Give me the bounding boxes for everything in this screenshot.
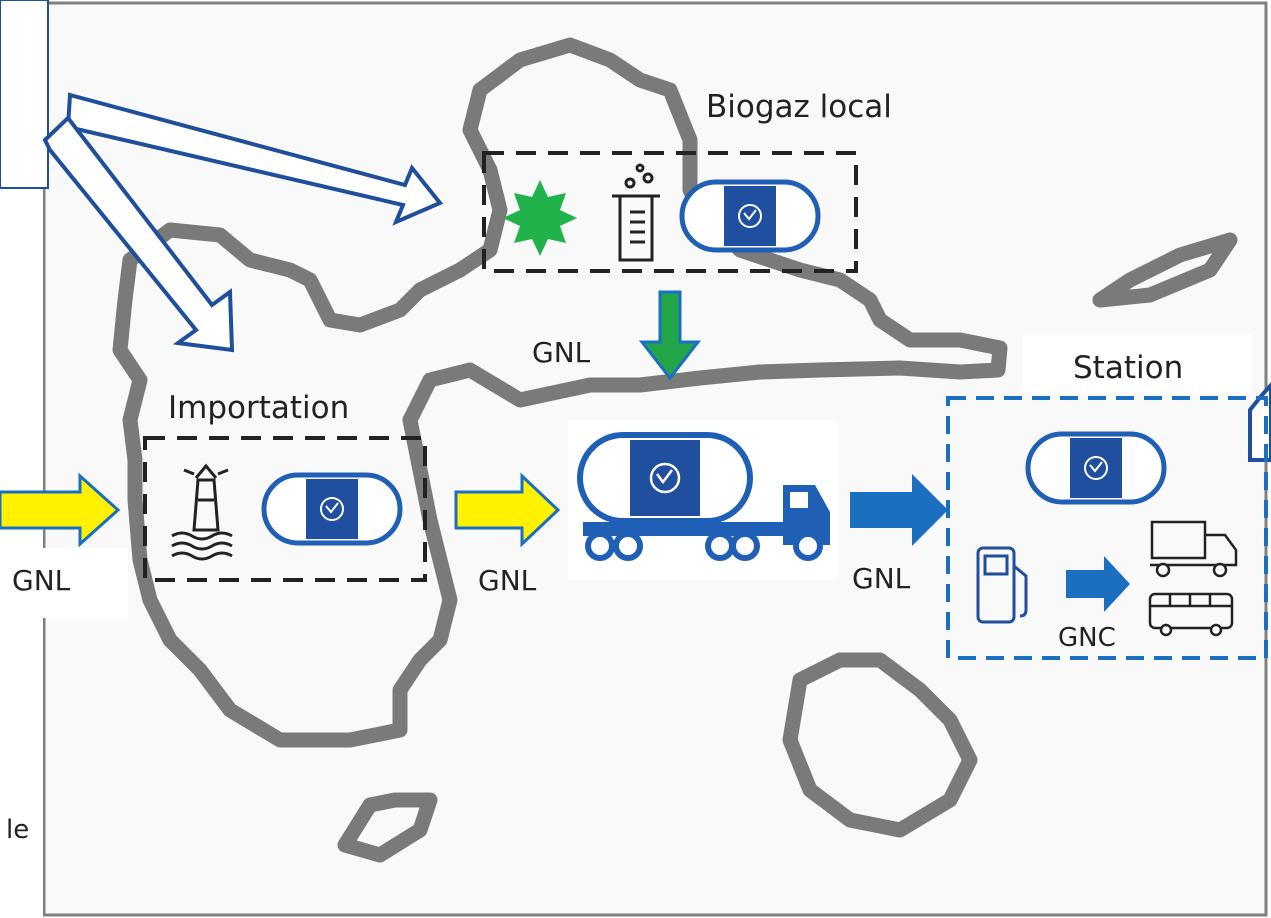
dump-truck-icon bbox=[1150, 520, 1238, 578]
importation-lng-tank-icon bbox=[264, 475, 400, 543]
cut-text: le bbox=[6, 815, 29, 845]
biogaz-local-label: Biogaz local bbox=[706, 89, 892, 125]
importation-label: Importation bbox=[168, 390, 349, 426]
gnl-inbound-label: GNL bbox=[12, 564, 71, 597]
gnl-truck-label: GNL bbox=[478, 564, 537, 597]
biogas-star-icon bbox=[503, 180, 577, 256]
biogaz-box bbox=[482, 151, 858, 273]
gnl-biogaz-label: GNL bbox=[532, 336, 591, 369]
tanker-truck-icon bbox=[568, 420, 838, 580]
callout-box bbox=[0, 0, 49, 189]
yellow-arrow-inbound bbox=[0, 472, 121, 548]
east-islet-coast bbox=[1092, 232, 1238, 308]
hollow-arrows bbox=[42, 92, 1271, 462]
bus-icon bbox=[1148, 592, 1234, 637]
green-arrow-down bbox=[638, 290, 702, 381]
coastline-group bbox=[112, 37, 1238, 863]
station-label-bg bbox=[1022, 335, 1252, 393]
south-island-coast bbox=[782, 652, 978, 838]
hollow-arrow-to-importation bbox=[42, 115, 235, 353]
lighthouse-icon bbox=[171, 463, 233, 561]
fuel-pump-icon bbox=[976, 546, 1028, 624]
importation-box bbox=[143, 436, 427, 582]
gnl-inbound-bg bbox=[0, 548, 128, 618]
blue-arrow-to-station bbox=[850, 474, 948, 546]
yellow-arrow-to-truck bbox=[454, 472, 561, 548]
station-label: Station bbox=[1073, 350, 1183, 386]
biogaz-lng-tank-icon bbox=[682, 182, 818, 250]
southwest-islet-coast bbox=[337, 792, 438, 863]
station-box bbox=[946, 396, 1268, 660]
station-lng-tank-icon bbox=[1028, 434, 1164, 502]
blue-arrow-gnc bbox=[1066, 556, 1130, 612]
gnc-label: GNC bbox=[1058, 623, 1116, 653]
beaker-icon bbox=[612, 163, 660, 262]
main-island-coast bbox=[112, 37, 1008, 748]
hollow-arrow-to-biogaz bbox=[65, 92, 444, 226]
gnl-station-label: GNL bbox=[852, 562, 911, 595]
